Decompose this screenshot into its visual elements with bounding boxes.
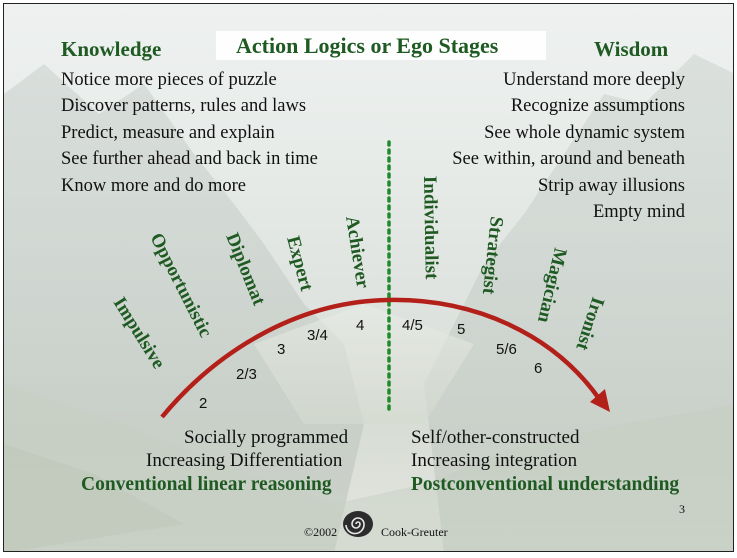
postconventional-caption: Postconventional understanding xyxy=(411,474,680,495)
wisdom-list: Understand more deeply Recognize assumpt… xyxy=(452,67,685,225)
stage-label-strategist: Strategist xyxy=(478,215,507,296)
footer-author: Cook-Greuter xyxy=(381,525,448,539)
wisdom-heading: Wisdom xyxy=(594,37,669,61)
title-highlight-box xyxy=(216,31,546,60)
slide: Action Logics or Ego Stages Knowledge Wi… xyxy=(3,3,734,552)
stage-label-achiever: Achiever xyxy=(341,214,373,290)
stage-number: 3 xyxy=(277,341,285,358)
stage-label-diplomat: Diplomat xyxy=(221,230,269,309)
stage-number: 6 xyxy=(534,360,542,377)
stage-number: 4 xyxy=(356,317,364,334)
stage-label-magician: Magician xyxy=(533,246,571,325)
bottom-left-line-2: Increasing Differentiation xyxy=(146,450,343,471)
knowledge-item: Notice more pieces of puzzle xyxy=(61,70,277,90)
wisdom-item: Understand more deeply xyxy=(503,70,685,90)
stage-number: 2 xyxy=(199,395,207,412)
bottom-right-line-1: Self/other-constructed xyxy=(411,427,580,448)
knowledge-list: Notice more pieces of puzzle Discover pa… xyxy=(61,67,318,199)
bottom-left-line-1: Socially programmed xyxy=(184,427,349,448)
mountain-background xyxy=(4,54,733,551)
wisdom-item: See within, around and beneath xyxy=(452,149,685,170)
stage-label-ironist: Ironist xyxy=(571,294,608,353)
stage-label-expert: Expert xyxy=(282,234,317,294)
development-arc xyxy=(160,297,602,419)
page-number: 3 xyxy=(679,502,685,516)
arc-arrowhead-icon xyxy=(590,389,610,412)
footer-copyright: ©2002 xyxy=(304,525,338,539)
wisdom-item: See whole dynamic system xyxy=(484,122,685,143)
knowledge-item: Predict, measure and explain xyxy=(61,122,275,143)
stage-label-individualist: Individualist xyxy=(419,176,442,281)
stage-label-impulsive: Impulsive xyxy=(109,294,169,373)
wisdom-item: Empty mind xyxy=(593,202,685,223)
stage-number: 5/6 xyxy=(496,341,517,358)
stage-number: 5 xyxy=(457,321,465,338)
wisdom-item: Strip away illusions xyxy=(538,175,685,196)
knowledge-item: Know more and do more xyxy=(61,175,246,196)
stage-label-opportunistic: Opportunistic xyxy=(146,230,216,341)
wisdom-item: Recognize assumptions xyxy=(510,96,685,117)
stage-number: 2/3 xyxy=(236,366,257,383)
knowledge-item: Discover patterns, rules and laws xyxy=(61,96,307,117)
bottom-right-line-2: Increasing integration xyxy=(411,450,578,471)
stage-arc-diagram: Impulsive Opportunistic Diplomat Expert … xyxy=(109,140,610,419)
stage-number: 4/5 xyxy=(402,317,423,334)
stage-number: 3/4 xyxy=(307,327,328,344)
knowledge-heading: Knowledge xyxy=(61,37,162,61)
slide-title: Action Logics or Ego Stages xyxy=(236,33,499,58)
knowledge-item: See further ahead and back in time xyxy=(61,149,318,170)
conventional-caption: Conventional linear reasoning xyxy=(81,474,332,495)
spiral-shell-logo-icon xyxy=(343,511,373,537)
